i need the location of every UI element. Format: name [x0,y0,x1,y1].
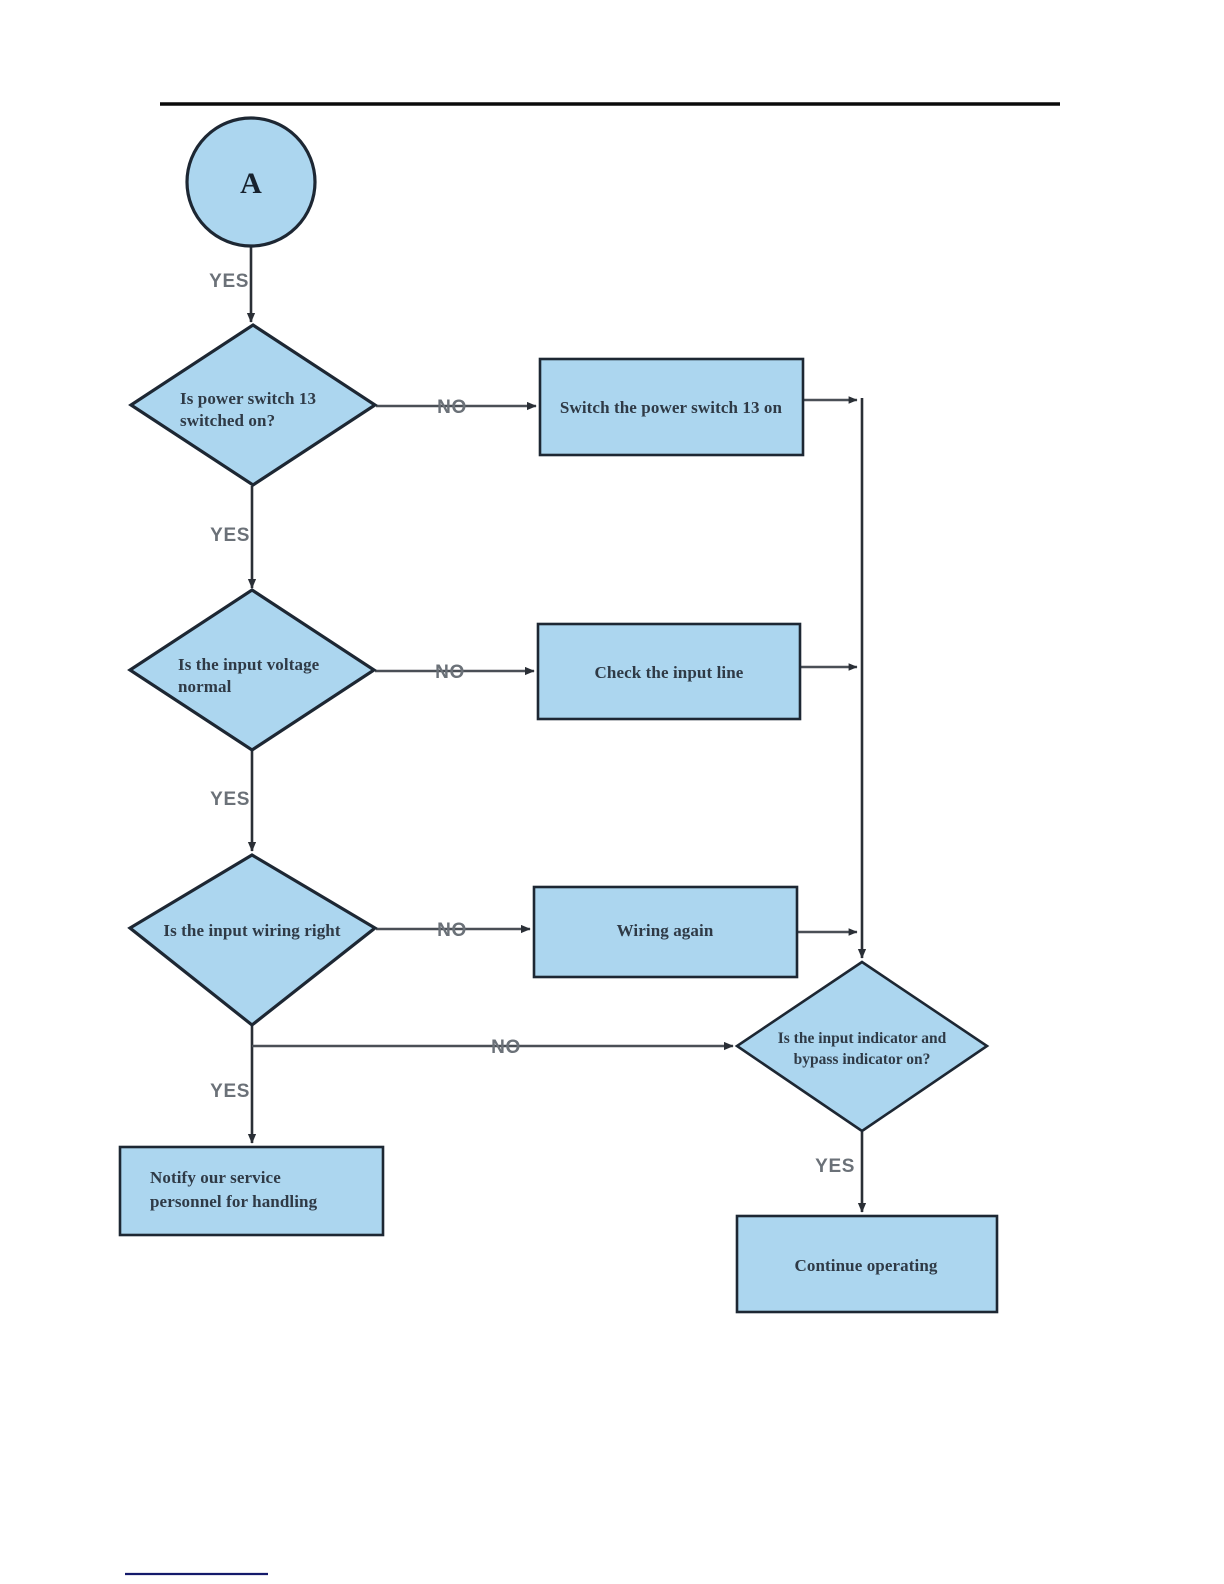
decision-input-voltage[interactable] [127,588,377,752]
process-wiring-again-label: Wiring again [617,921,714,940]
process-continue-operating[interactable] [735,1214,999,1314]
connector-circle-a[interactable] [185,116,317,248]
process-continue-operating-label: Continue operating [794,1256,937,1275]
process-notify-service-label-line1: Notify our service [150,1168,281,1187]
edge-label-no-decision3: NO [437,920,467,941]
decision-power-switch-label-line2: switched on? [180,411,275,430]
decision-input-wiring[interactable] [127,853,378,1028]
process-switch-power-on-label: Switch the power switch 13 on [560,398,783,417]
edge-label-no-decision2: NO [435,662,465,683]
decision-indicator-label-line1: Is the input indicator and [778,1030,947,1047]
edge-label-yes-decision3-to-process4: YES [210,1081,250,1102]
edge-label-yes-a-to-decision1: YES [209,271,249,292]
edge-label-no-decision1: NO [437,397,467,418]
edge-label-yes-decision1-to-decision2: YES [210,525,250,546]
process-notify-service[interactable] [118,1145,385,1237]
decision-indicator-label-line2: bypass indicator on? [794,1051,931,1068]
process-check-input-line-label: Check the input line [595,663,744,682]
edge-label-no-decision3-to-decision4: NO [491,1037,521,1058]
decision-input-bypass-indicator[interactable] [734,960,990,1133]
edge-label-yes-decision2-to-decision3: YES [210,789,250,810]
decision-input-voltage-label-line2: normal [178,677,232,696]
process-notify-service-label-line2: personnel for handling [150,1192,318,1211]
decision-power-switch-label-line1: Is power switch 13 [180,389,316,408]
decision-input-voltage-label-line1: Is the input voltage [178,655,320,674]
edge-label-yes-decision4-to-process5: YES [815,1156,855,1177]
process-wiring-again[interactable] [532,885,799,979]
decision-power-switch[interactable] [128,323,378,487]
process-check-input-line[interactable] [536,622,802,721]
connector-circle-a-label: A [240,167,262,200]
process-switch-power-on[interactable] [538,357,805,457]
decision-input-wiring-label: Is the input wiring right [163,921,340,940]
